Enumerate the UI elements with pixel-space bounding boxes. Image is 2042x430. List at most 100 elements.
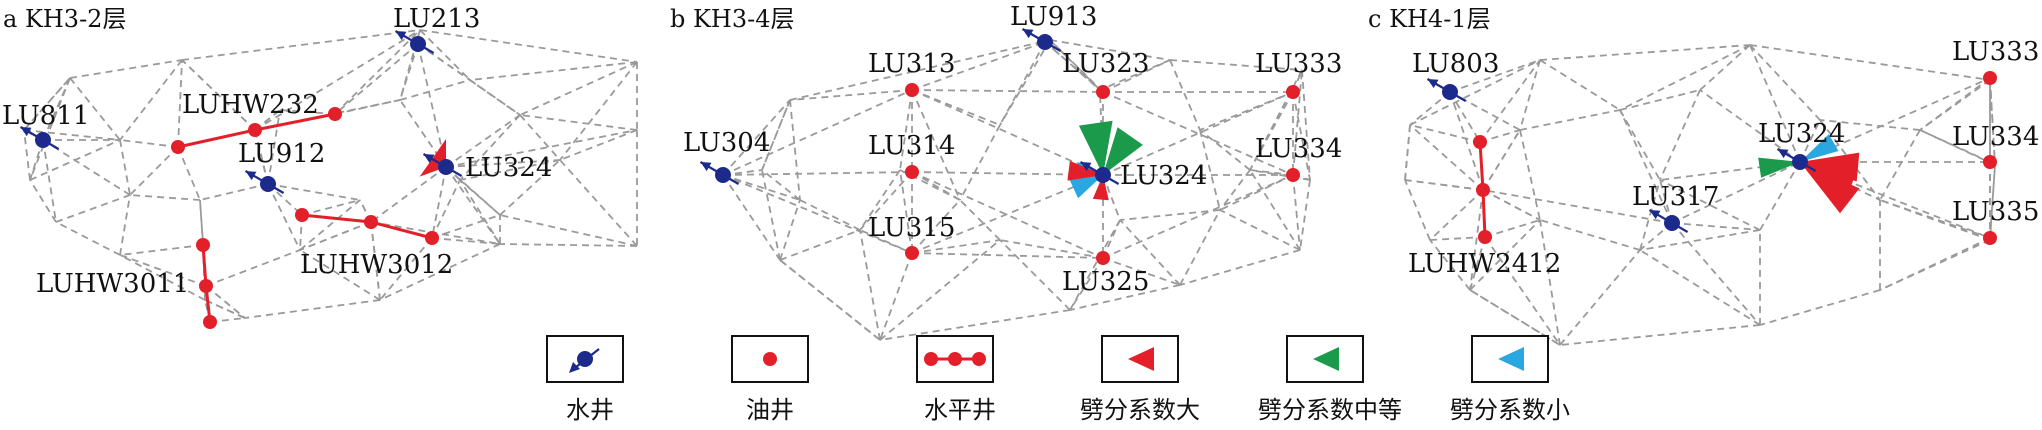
well-label-lu333-2: LU333 <box>1952 37 2039 67</box>
oil-well-lu315-1 <box>905 246 919 260</box>
water-well-arrowhead-lu324-0 <box>423 154 435 164</box>
connection-edge-1-15 <box>789 89 913 101</box>
connection-edge-0-124 <box>205 249 301 287</box>
connection-edge-0-8 <box>204 299 246 319</box>
well-label-luhw232-0: LUHW232 <box>182 90 319 120</box>
wedge-split-large-2-4 <box>1800 162 1860 214</box>
well-label-luhw3011-0: LUHW3011 <box>36 269 189 299</box>
oil-well-lu333-1 <box>1286 85 1300 99</box>
connection-edge-1-21 <box>1099 59 1171 91</box>
connection-edge-1-73 <box>1044 41 1104 93</box>
connection-edge-1-57 <box>1199 129 1251 171</box>
connection-edge-1-5 <box>1179 249 1301 286</box>
connection-edge-2-29 <box>1919 129 1996 166</box>
connection-edge-0-80 <box>199 183 269 201</box>
legend: 水井油井水平井劈分系数大劈分系数中等劈分系数小 <box>546 335 1570 424</box>
connection-edge-0-61 <box>399 43 419 101</box>
legend-oil-icon <box>763 352 777 366</box>
connection-edge-2-13 <box>1404 124 1411 181</box>
connection-edge-1-96 <box>1102 174 1294 259</box>
connection-edge-2-52 <box>1619 109 1661 181</box>
well-label-lu213-0: LU213 <box>393 4 480 34</box>
connection-edge-0-125 <box>445 129 638 168</box>
connection-edge-2-56 <box>1699 89 1801 163</box>
water-well-arrowhead-lu811-0 <box>20 127 32 137</box>
connection-edge-2-14 <box>1409 124 1481 143</box>
connection-edge-2-71 <box>1482 189 1541 221</box>
oil-well-lu323-1 <box>1096 85 1110 99</box>
connection-edge-1-77 <box>1249 91 1294 171</box>
connection-edge-2-46 <box>1429 189 1484 241</box>
water-well-lu324-1 <box>1095 167 1111 183</box>
water-well-lu913-1 <box>1037 34 1053 50</box>
connection-edge-2-73 <box>1659 179 1673 224</box>
connection-edge-0-20 <box>181 59 256 131</box>
connection-edge-1-87 <box>911 171 1104 259</box>
well-label-luhw3012-0: LUHW3012 <box>300 250 453 280</box>
wedge-split-medium-1-1 <box>1103 127 1143 175</box>
connection-edge-2-67 <box>1539 219 1641 251</box>
connection-edge-0-70 <box>459 159 561 181</box>
legend-horizontal-point-2 <box>972 352 986 366</box>
connection-edge-1-40 <box>779 259 881 341</box>
connection-edge-2-57 <box>1799 119 1821 163</box>
horizontal-well-point-luhw2412-0 <box>1473 135 1487 149</box>
horizontal-well-point-luhw2412-2 <box>1478 230 1492 244</box>
well-label-lu913-1: LU913 <box>1010 2 1097 32</box>
water-well-lu803-2 <box>1442 84 1458 100</box>
connection-edge-0-31 <box>559 159 638 247</box>
connection-edge-0-81 <box>129 194 201 201</box>
connection-edge-2-63 <box>1671 222 1761 231</box>
legend-item-oil: 油井 <box>731 335 809 424</box>
connection-edge-1-34 <box>1119 219 1181 286</box>
connection-edge-1-32 <box>1102 257 1181 286</box>
connection-edge-1-13 <box>789 99 801 201</box>
connection-edge-0-56 <box>23 129 121 141</box>
connection-edge-2-81 <box>1619 109 1673 224</box>
connection-edge-1-0 <box>789 39 1051 101</box>
horizontal-well-point-luhw232-1 <box>248 123 262 137</box>
connection-edge-1-51 <box>899 89 913 171</box>
connection-edge-0-16 <box>69 77 121 141</box>
connection-edge-2-64 <box>1659 179 1761 231</box>
connection-edge-2-9 <box>1429 239 1471 291</box>
connection-edge-2-5 <box>1879 239 1991 291</box>
connection-edge-0-83 <box>129 146 179 196</box>
well-label-lu335-2: LU335 <box>1952 197 2039 227</box>
connection-edge-0-76 <box>301 199 361 216</box>
connection-edge-0-87 <box>267 183 301 251</box>
connection-edge-0-29 <box>559 129 638 161</box>
connection-edge-0-0 <box>69 59 183 79</box>
connection-edge-2-78 <box>1989 77 1996 166</box>
oil-well-lu313-1 <box>905 83 919 97</box>
connection-edge-0-73 <box>431 179 461 239</box>
panel-title-1: b KH3-4层 <box>670 5 795 33</box>
wedge-split-medium-1-0 <box>1078 120 1113 175</box>
well-label-lu304-1: LU304 <box>683 128 770 158</box>
connection-edge-0-42 <box>204 299 246 319</box>
connection-edge-0-36 <box>445 166 501 245</box>
connection-edge-0-117 <box>417 43 521 116</box>
connection-edge-0-60 <box>267 109 281 185</box>
legend-horizontal-point-1 <box>948 352 962 366</box>
split-coefficient-wedges <box>419 120 1860 214</box>
connection-edge-0-59 <box>279 109 336 115</box>
connection-edge-1-14 <box>722 99 791 176</box>
connection-edge-1-50 <box>859 169 901 231</box>
connection-edge-0-63 <box>399 79 471 101</box>
connection-edge-1-46 <box>722 174 801 201</box>
well-label-lu334-1: LU334 <box>1255 134 1342 164</box>
connection-edge-1-33 <box>1179 209 1221 286</box>
connection-edge-0-44 <box>205 285 246 319</box>
legend-label-split-small: 劈分系数小 <box>1450 396 1570 424</box>
connection-edge-1-4 <box>1299 179 1311 251</box>
connection-edge-0-5 <box>499 243 638 247</box>
connection-edge-1-3 <box>1301 69 1311 181</box>
connection-edge-1-36 <box>999 239 1071 311</box>
horizontal-well-point-luhw3012-0 <box>295 208 309 222</box>
connection-edge-1-12 <box>761 99 791 171</box>
connection-edge-2-39 <box>1559 249 1641 346</box>
connection-edge-2-23 <box>1619 44 1751 111</box>
connection-edge-1-30 <box>1219 209 1301 251</box>
